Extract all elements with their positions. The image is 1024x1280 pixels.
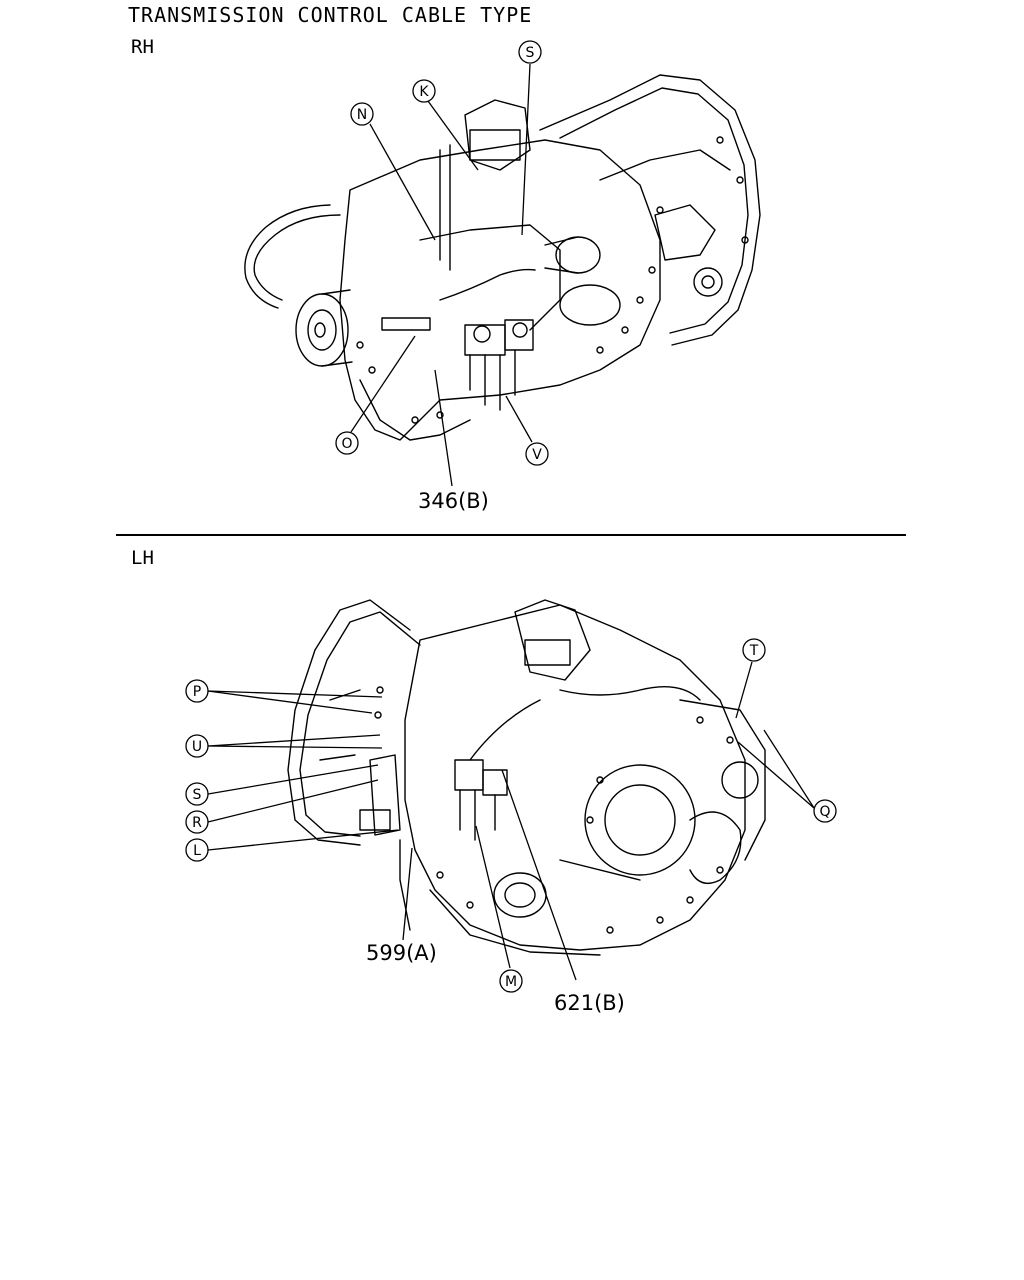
svg-text:N: N — [357, 107, 367, 123]
rh-callouts: S K N O V — [335, 40, 549, 466]
lh-transmission-illustration — [287, 599, 766, 956]
lh-leader-lines — [207, 661, 815, 981]
svg-text:K: K — [419, 84, 429, 100]
view-divider — [116, 534, 906, 536]
part-number-599a: 599(A) — [366, 941, 437, 965]
callout-o: O — [335, 431, 359, 455]
callout-v: V — [525, 442, 549, 466]
rh-view-label: RH — [131, 36, 154, 58]
svg-text:M: M — [505, 974, 517, 990]
callout-s: S — [518, 40, 542, 64]
callout-l: L — [185, 838, 209, 862]
callout-m: M — [499, 969, 523, 993]
callout-n: N — [350, 102, 374, 126]
callout-r: R — [185, 810, 209, 834]
svg-text:P: P — [193, 684, 201, 700]
svg-text:S: S — [526, 45, 535, 61]
svg-text:L: L — [193, 843, 201, 859]
rh-leader-lines — [350, 63, 533, 487]
lh-callouts: P U S R L T Q M — [185, 638, 837, 993]
rh-transmission-illustration — [244, 74, 761, 441]
svg-text:S: S — [193, 787, 202, 803]
lh-view-label: LH — [131, 547, 154, 569]
callout-p: P — [185, 679, 209, 703]
callout-u: U — [185, 734, 209, 758]
svg-text:V: V — [532, 447, 542, 463]
callout-k: K — [412, 79, 436, 103]
svg-text:Q: Q — [819, 804, 830, 820]
part-number-621b: 621(B) — [554, 991, 625, 1015]
callout-q: Q — [813, 799, 837, 823]
svg-text:O: O — [341, 436, 352, 452]
part-number-346b: 346(B) — [418, 489, 489, 513]
diagram-title: TRANSMISSION CONTROL CABLE TYPE — [128, 3, 533, 27]
callout-t: T — [742, 638, 766, 662]
callout-s-lh: S — [185, 782, 209, 806]
svg-text:U: U — [192, 739, 202, 755]
svg-text:T: T — [749, 643, 759, 659]
svg-text:R: R — [192, 815, 202, 831]
